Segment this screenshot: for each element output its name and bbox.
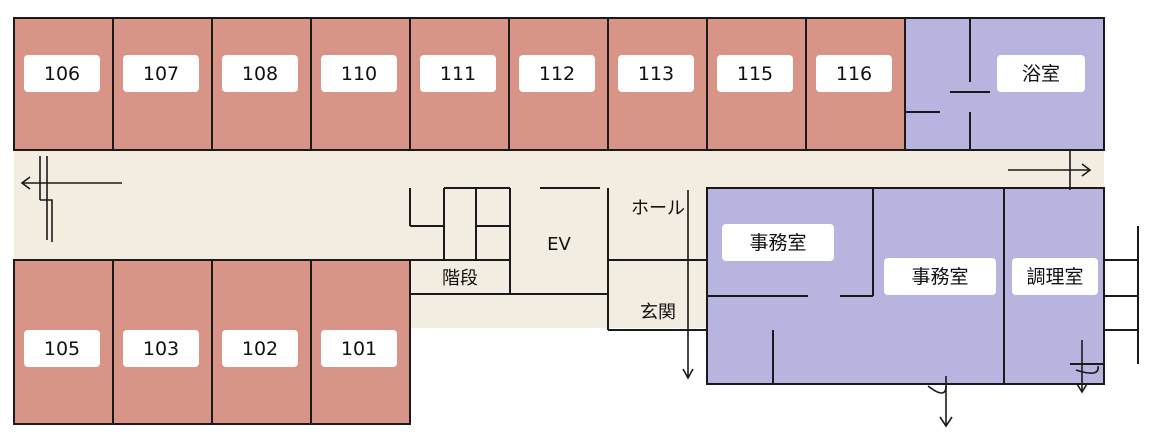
stairs [409, 187, 511, 295]
facility-labels: 浴室 事務室 事務室 調理室 階段 EV ホール 玄関 [442, 55, 1098, 323]
room-label-110: 110 [341, 63, 377, 85]
room-label-107: 107 [143, 63, 179, 85]
room-number-labels: 106 107 108 110 111 112 113 115 116 105 … [24, 55, 892, 367]
room-label-108: 108 [242, 63, 278, 85]
room-label-103: 103 [143, 338, 179, 360]
hall-label: ホール [631, 198, 685, 219]
room-label-106: 106 [44, 63, 80, 85]
room-label-111: 111 [440, 63, 476, 85]
room-label-115: 115 [737, 63, 773, 85]
exit-arrows [20, 150, 1099, 428]
room-label-101: 101 [341, 338, 377, 360]
entrance-label: 玄関 [640, 302, 676, 323]
office-1-label: 事務室 [749, 232, 806, 254]
office-2-label: 事務室 [911, 266, 968, 288]
stairs-label: 階段 [442, 268, 478, 289]
room-label-116: 116 [836, 63, 872, 85]
room-label-105: 105 [44, 338, 80, 360]
lobby-floor [408, 188, 708, 328]
room-label-113: 113 [638, 63, 674, 85]
elevator-label: EV [547, 234, 571, 255]
bath-label: 浴室 [1022, 63, 1060, 85]
room-label-112: 112 [539, 63, 575, 85]
kitchen-label: 調理室 [1026, 266, 1083, 288]
room-label-102: 102 [242, 338, 278, 360]
